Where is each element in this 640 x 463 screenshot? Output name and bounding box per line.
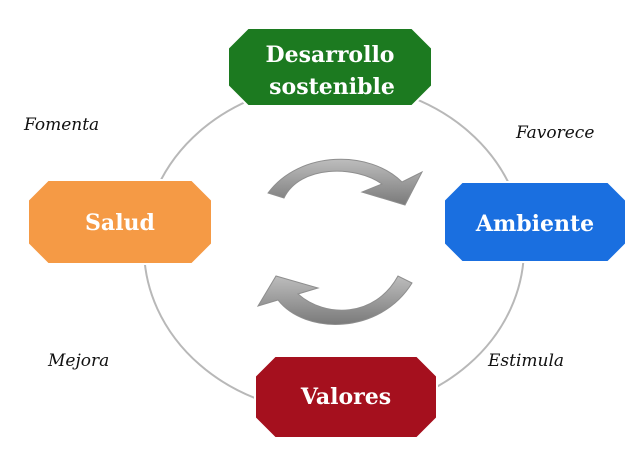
node-ambiente: Ambiente xyxy=(443,181,627,263)
curved-arrow-icon xyxy=(267,158,424,206)
edge-label-estimula: Estimula xyxy=(487,351,564,371)
node-shape xyxy=(27,179,213,265)
node-label: Ambiente xyxy=(475,211,594,237)
node-shape xyxy=(227,27,433,107)
edge-label-favorece: Favorece xyxy=(515,123,594,143)
node-valores: Valores xyxy=(254,355,438,439)
node-label: Valores xyxy=(300,384,391,410)
edge-label-fomenta: Fomenta xyxy=(23,115,99,135)
curved-arrow-icon xyxy=(256,275,413,325)
node-label: Salud xyxy=(85,210,155,236)
node-salud: Salud xyxy=(27,179,213,265)
edge-label-mejora: Mejora xyxy=(47,351,109,371)
node-label: sostenible xyxy=(269,74,395,100)
node-label: Desarrollo xyxy=(266,42,395,68)
node-desarrollo-sostenible: Desarrollo sostenible xyxy=(227,27,433,107)
node-shape xyxy=(254,355,438,439)
node-shape xyxy=(443,181,627,263)
